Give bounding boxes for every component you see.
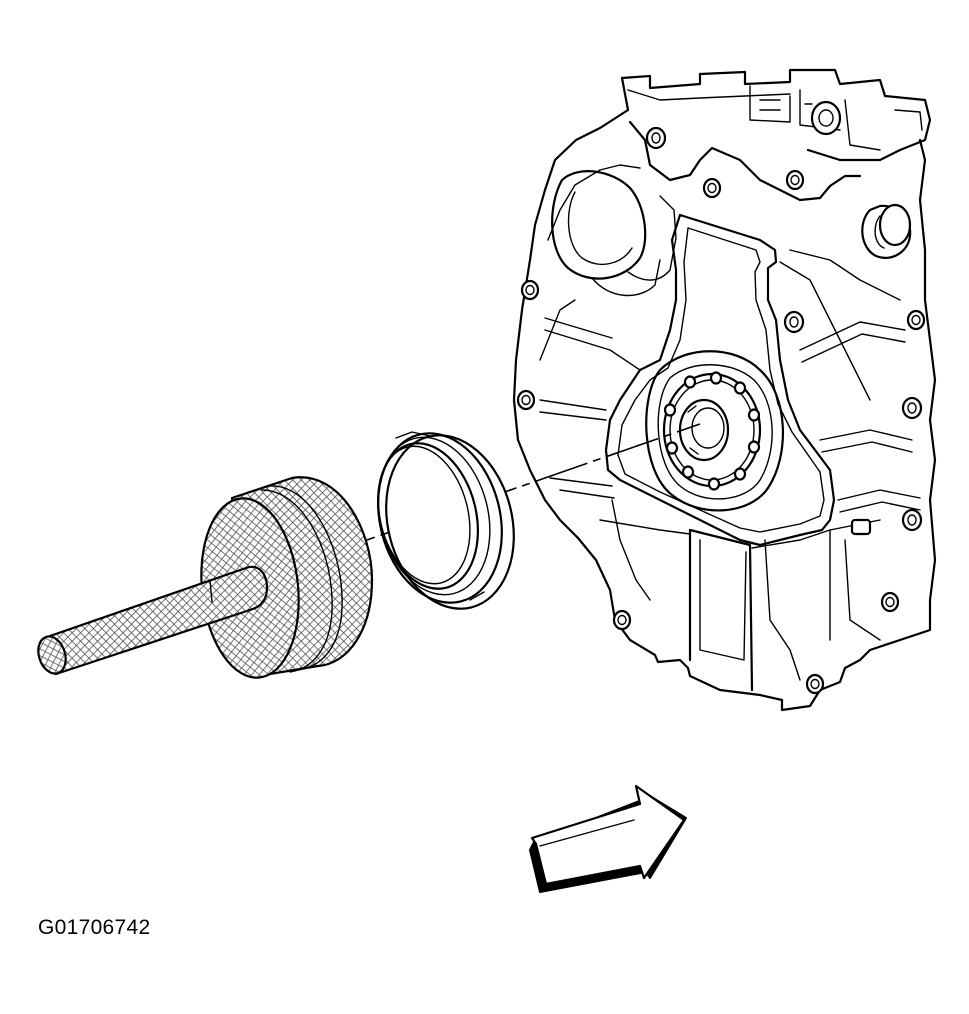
figure-code: G01706742 bbox=[38, 916, 151, 939]
block-bolt-holes bbox=[516, 126, 926, 695]
crankshaft-rear-oil-seal bbox=[377, 431, 515, 610]
seal-installer-tool bbox=[37, 476, 374, 679]
engine-block bbox=[512, 68, 937, 712]
crank-flange-bolts bbox=[663, 371, 761, 491]
front-direction-arrow-icon bbox=[529, 784, 687, 893]
